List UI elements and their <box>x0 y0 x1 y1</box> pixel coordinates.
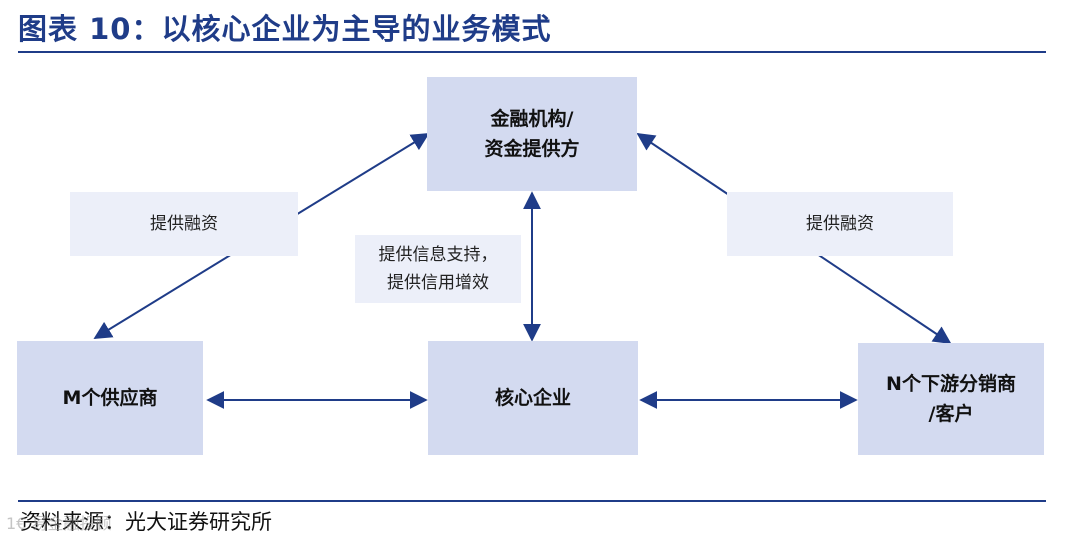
source-note: 资料来源：光大证券研究所 <box>20 510 272 534</box>
node-core-enterprise: 核心企业 <box>428 341 638 455</box>
node-distributors-customers: N个下游分销商 /客户 <box>858 343 1044 455</box>
page-title: 图表 10：以核心企业为主导的业务模式 <box>18 12 552 46</box>
edge-label-financing-right: 提供融资 <box>727 192 953 256</box>
node-finance-institution: 金融机构/ 资金提供方 <box>427 77 637 191</box>
title-underline <box>18 51 1046 53</box>
node-suppliers: M个供应商 <box>17 341 203 455</box>
footer-rule <box>18 500 1046 502</box>
edge-label-financing-left: 提供融资 <box>70 192 298 256</box>
edge-label-info-support: 提供信息支持， 提供信用增效 <box>355 235 521 303</box>
watermark: 1€ 易金融投顾 <box>6 514 112 533</box>
